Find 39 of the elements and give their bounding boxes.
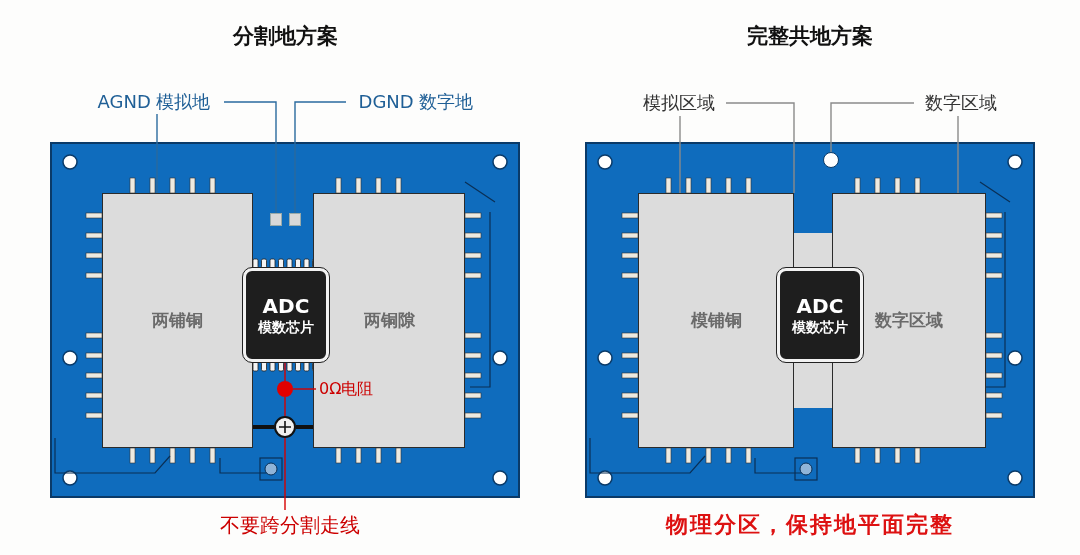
leader-line bbox=[223, 101, 277, 214]
leader-line bbox=[294, 101, 347, 214]
region-label: 模铺铜 bbox=[690, 309, 742, 332]
adc-chip bbox=[777, 268, 863, 362]
callout-label: AGND 模拟地 bbox=[84, 90, 224, 114]
leader-line bbox=[284, 437, 286, 511]
warning-note: 不要跨分割走线 bbox=[200, 510, 380, 540]
panel-heading: 分割地方案 bbox=[231, 23, 339, 50]
leader-line bbox=[253, 425, 274, 429]
callout-label: DGND 数字地 bbox=[346, 90, 486, 114]
callout-label: 数字区域 bbox=[914, 90, 1008, 116]
leader-line bbox=[156, 113, 158, 194]
via-hole bbox=[823, 152, 839, 168]
chip-title: ADC bbox=[796, 294, 844, 318]
caption-note: 物理分区，保持地平面完整 bbox=[664, 510, 955, 539]
ground-pour bbox=[638, 193, 794, 448]
leader-line bbox=[296, 425, 313, 429]
leader-line bbox=[284, 361, 286, 382]
resistor-dot bbox=[277, 381, 293, 397]
chip-subtitle: 模数芯片 bbox=[258, 318, 314, 336]
leader-line bbox=[725, 102, 795, 194]
region-label: 两铜隙 bbox=[363, 309, 415, 332]
leader-line bbox=[957, 115, 959, 194]
region-label: 两铺铜 bbox=[152, 309, 203, 332]
leader-line bbox=[830, 102, 915, 153]
panel-heading: 完整共地方案 bbox=[746, 23, 874, 50]
ground-pour bbox=[102, 193, 253, 448]
adc-chip bbox=[243, 268, 329, 362]
callout-label: 模拟区域 bbox=[632, 90, 726, 116]
leader-line bbox=[292, 388, 317, 390]
region-label: 数字区域 bbox=[875, 309, 943, 332]
chip-title: ADC bbox=[262, 294, 310, 318]
ground-pad bbox=[270, 213, 282, 226]
resistor-label: 0Ω电阻 bbox=[315, 377, 395, 401]
leader-line bbox=[679, 115, 681, 194]
ground-pour bbox=[313, 193, 465, 448]
leader-line bbox=[284, 396, 286, 417]
chip-subtitle: 模数芯片 bbox=[792, 318, 848, 336]
ground-pad bbox=[289, 213, 301, 226]
